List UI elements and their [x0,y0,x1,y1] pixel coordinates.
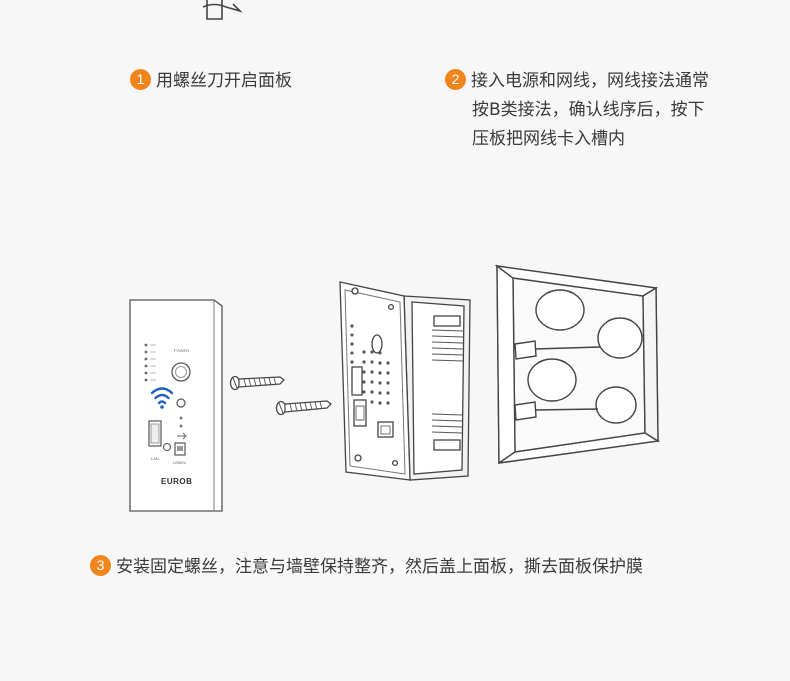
front-panel [129,299,223,512]
step-3-text: 安装固定螺丝，注意与墙壁保持整齐，然后盖上面板，撕去面板保护膜 [116,557,643,577]
step-3-number-badge: 3 [90,555,111,576]
step-1-text: 用螺丝刀开启面板 [156,71,292,91]
step-2-text-line-2: 按B类接法，确认线序后，按下 [472,100,705,120]
step-2-text-line-1: 接入电源和网线，网线接法通常 [471,71,709,91]
screw-upper [229,375,285,391]
step-1-number-badge: 1 [130,69,151,90]
panel-power-label: POWER [174,348,190,353]
panel-brand-logo: EUROB [161,477,193,486]
wifi-icon [150,387,174,405]
wall-module [339,281,471,481]
step-2-number-badge: 2 [445,69,466,90]
step-2-text-line-3: 压板把网线卡入槽内 [472,129,625,149]
screwdriver-tip-icon [202,0,243,20]
screw-lower [275,400,332,416]
panel-usb-label: USB5V [173,460,187,465]
panel-lan-label: LAN [151,456,159,461]
wall-box [494,264,661,465]
